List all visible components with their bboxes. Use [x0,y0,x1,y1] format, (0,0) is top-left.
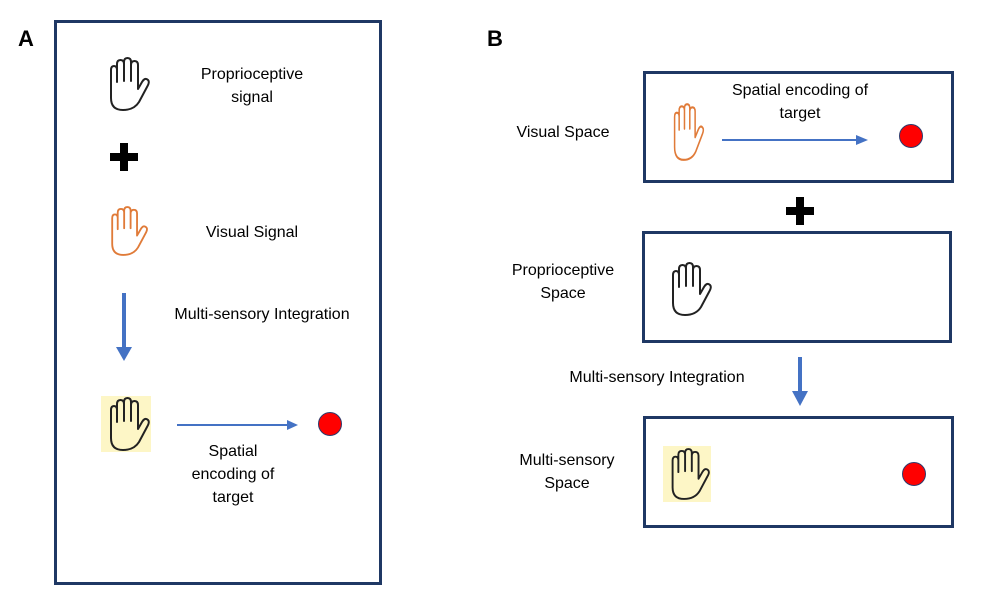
target-dot [899,124,923,148]
integrated-hand-icon [663,446,711,502]
plus-icon [109,142,139,177]
spatial-encoding-label: Spatial encoding of target [191,443,275,506]
spatial-encoding-label: Spatial encoding of target [731,82,869,122]
panel-a-frame [54,20,382,585]
multisensory-space-label: Multi-sensory Space [519,452,615,492]
target-dot [318,412,342,436]
proprioceptive-space-label: Proprioceptive Space [511,262,615,302]
integration-arrow [788,357,812,414]
spatial-encoding-arrow [722,133,870,152]
visual-hand-icon [103,202,149,260]
plus-icon [785,196,815,231]
proprioceptive-hand-icon [101,56,151,112]
integrated-hand-icon [101,396,151,452]
spatial-encoding-arrow [177,418,299,437]
multisensory-integration-label: Multi-sensory Integration [174,306,350,323]
target-dot [902,462,926,486]
visual-hand-icon [667,102,705,162]
multisensory-integration-label: Multi-sensory Integration [569,369,745,386]
proprioceptive-signal-label: Proprioceptive signal [200,66,304,106]
integration-arrow [112,293,136,368]
panel-a-letter: A [18,26,34,51]
visual-space-label: Visual Space [516,124,610,141]
visual-signal-label: Visual Signal [205,224,299,241]
panel-b-letter: B [487,26,503,51]
proprioceptive-hand-icon [663,261,713,317]
